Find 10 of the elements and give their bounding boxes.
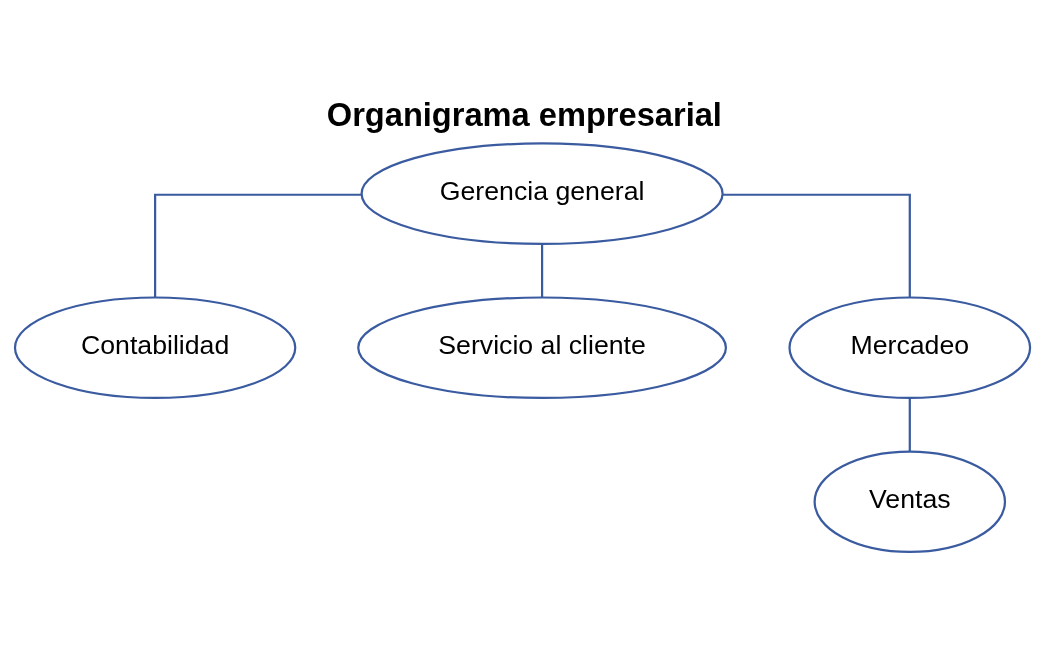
- node-ellipse: Contabilidad: [13, 296, 297, 400]
- connector: [154, 193, 362, 298]
- node-ellipse: Servicio al cliente: [357, 296, 728, 400]
- connector: [908, 398, 911, 452]
- node-ellipse: Mercadeo: [788, 296, 1032, 400]
- node-ellipse: Ventas: [813, 450, 1007, 554]
- diagram-title: Organigrama empresarial: [326, 96, 722, 134]
- connector: [722, 193, 911, 298]
- node-ellipse: Gerencia general: [360, 142, 724, 246]
- connector: [541, 244, 544, 298]
